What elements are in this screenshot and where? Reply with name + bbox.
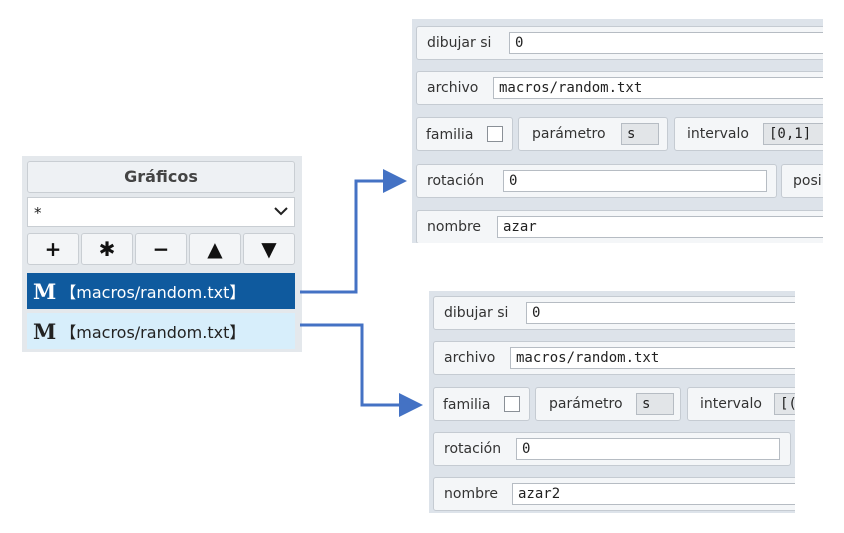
parameter-input[interactable]: s	[636, 393, 674, 415]
graphic-item-selected[interactable]: M 【macros/random.txt】	[27, 273, 295, 309]
graphics-filter-value: *	[34, 204, 42, 222]
graphics-filter-select[interactable]: *	[27, 197, 295, 227]
family-label: familia	[426, 127, 474, 143]
file-label: archivo	[427, 80, 479, 96]
position-box: posi	[781, 164, 823, 198]
add-graphic-button[interactable]: +	[27, 233, 79, 265]
name-label: nombre	[427, 219, 482, 235]
family-box: familia	[416, 117, 513, 151]
rotation-input[interactable]: 0	[516, 438, 780, 460]
move-up-button[interactable]: ▲	[189, 233, 241, 265]
rotation-input[interactable]: 0	[503, 170, 767, 192]
interval-input[interactable]: [(	[774, 393, 795, 415]
draw-if-input[interactable]: 0	[509, 32, 823, 54]
position-label: posi	[793, 173, 822, 189]
parameter-box: parámetro s	[518, 117, 668, 151]
properties-panel-bottom: dibujar si 0 archivo macros/random.txt f…	[429, 291, 795, 513]
draw-if-row: dibujar si 0	[433, 296, 795, 330]
file-input[interactable]: macros/random.txt	[493, 77, 823, 99]
family-checkbox[interactable]	[487, 126, 503, 142]
draw-if-label: dibujar si	[427, 35, 492, 51]
graphic-item[interactable]: M 【macros/random.txt】	[27, 313, 295, 349]
parameter-label: parámetro	[532, 126, 606, 142]
name-row: nombre azar2	[433, 477, 795, 511]
arrow-to-top-panel	[300, 169, 407, 294]
name-input[interactable]: azar	[497, 216, 823, 238]
chevron-down-icon	[274, 207, 288, 216]
interval-label: intervalo	[687, 126, 749, 142]
properties-panel-top: dibujar si 0 archivo macros/random.txt f…	[412, 19, 823, 243]
name-row: nombre azar	[416, 210, 823, 243]
family-box: familia	[433, 387, 530, 421]
rotation-row: rotación 0	[416, 164, 777, 198]
file-row: archivo macros/random.txt	[433, 341, 795, 375]
family-label: familia	[443, 397, 491, 413]
macro-icon: M	[33, 278, 57, 304]
duplicate-graphic-button[interactable]: ✱	[81, 233, 133, 265]
draw-if-input[interactable]: 0	[526, 302, 795, 324]
draw-if-label: dibujar si	[444, 305, 509, 321]
remove-graphic-button[interactable]: −	[135, 233, 187, 265]
file-input[interactable]: macros/random.txt	[510, 347, 795, 369]
rotation-row: rotación 0	[433, 432, 791, 466]
graphics-panel: Gráficos * + ✱ − ▲ ▼ M 【macros/random.tx…	[22, 156, 302, 352]
family-checkbox[interactable]	[504, 396, 520, 412]
macro-icon: M	[33, 318, 57, 344]
rotation-label: rotación	[427, 173, 485, 189]
parameter-input[interactable]: s	[621, 123, 659, 145]
graphics-panel-title: Gráficos	[27, 161, 295, 193]
name-label: nombre	[444, 486, 499, 502]
graphic-item-label: 【macros/random.txt】	[60, 323, 246, 342]
arrow-to-bottom-panel	[300, 323, 423, 417]
graphics-toolbar: + ✱ − ▲ ▼	[27, 233, 295, 265]
interval-box: intervalo [0,1]	[674, 117, 823, 151]
name-input[interactable]: azar2	[512, 483, 795, 505]
interval-box: intervalo [(	[687, 387, 795, 421]
rotation-label: rotación	[444, 441, 502, 457]
move-down-button[interactable]: ▼	[243, 233, 295, 265]
file-label: archivo	[444, 350, 496, 366]
interval-label: intervalo	[700, 396, 762, 412]
graphic-item-label: 【macros/random.txt】	[60, 283, 246, 302]
draw-if-row: dibujar si 0	[416, 26, 823, 60]
parameter-label: parámetro	[549, 396, 623, 412]
parameter-box: parámetro s	[535, 387, 681, 421]
file-row: archivo macros/random.txt	[416, 71, 823, 105]
interval-input[interactable]: [0,1]	[763, 123, 823, 145]
